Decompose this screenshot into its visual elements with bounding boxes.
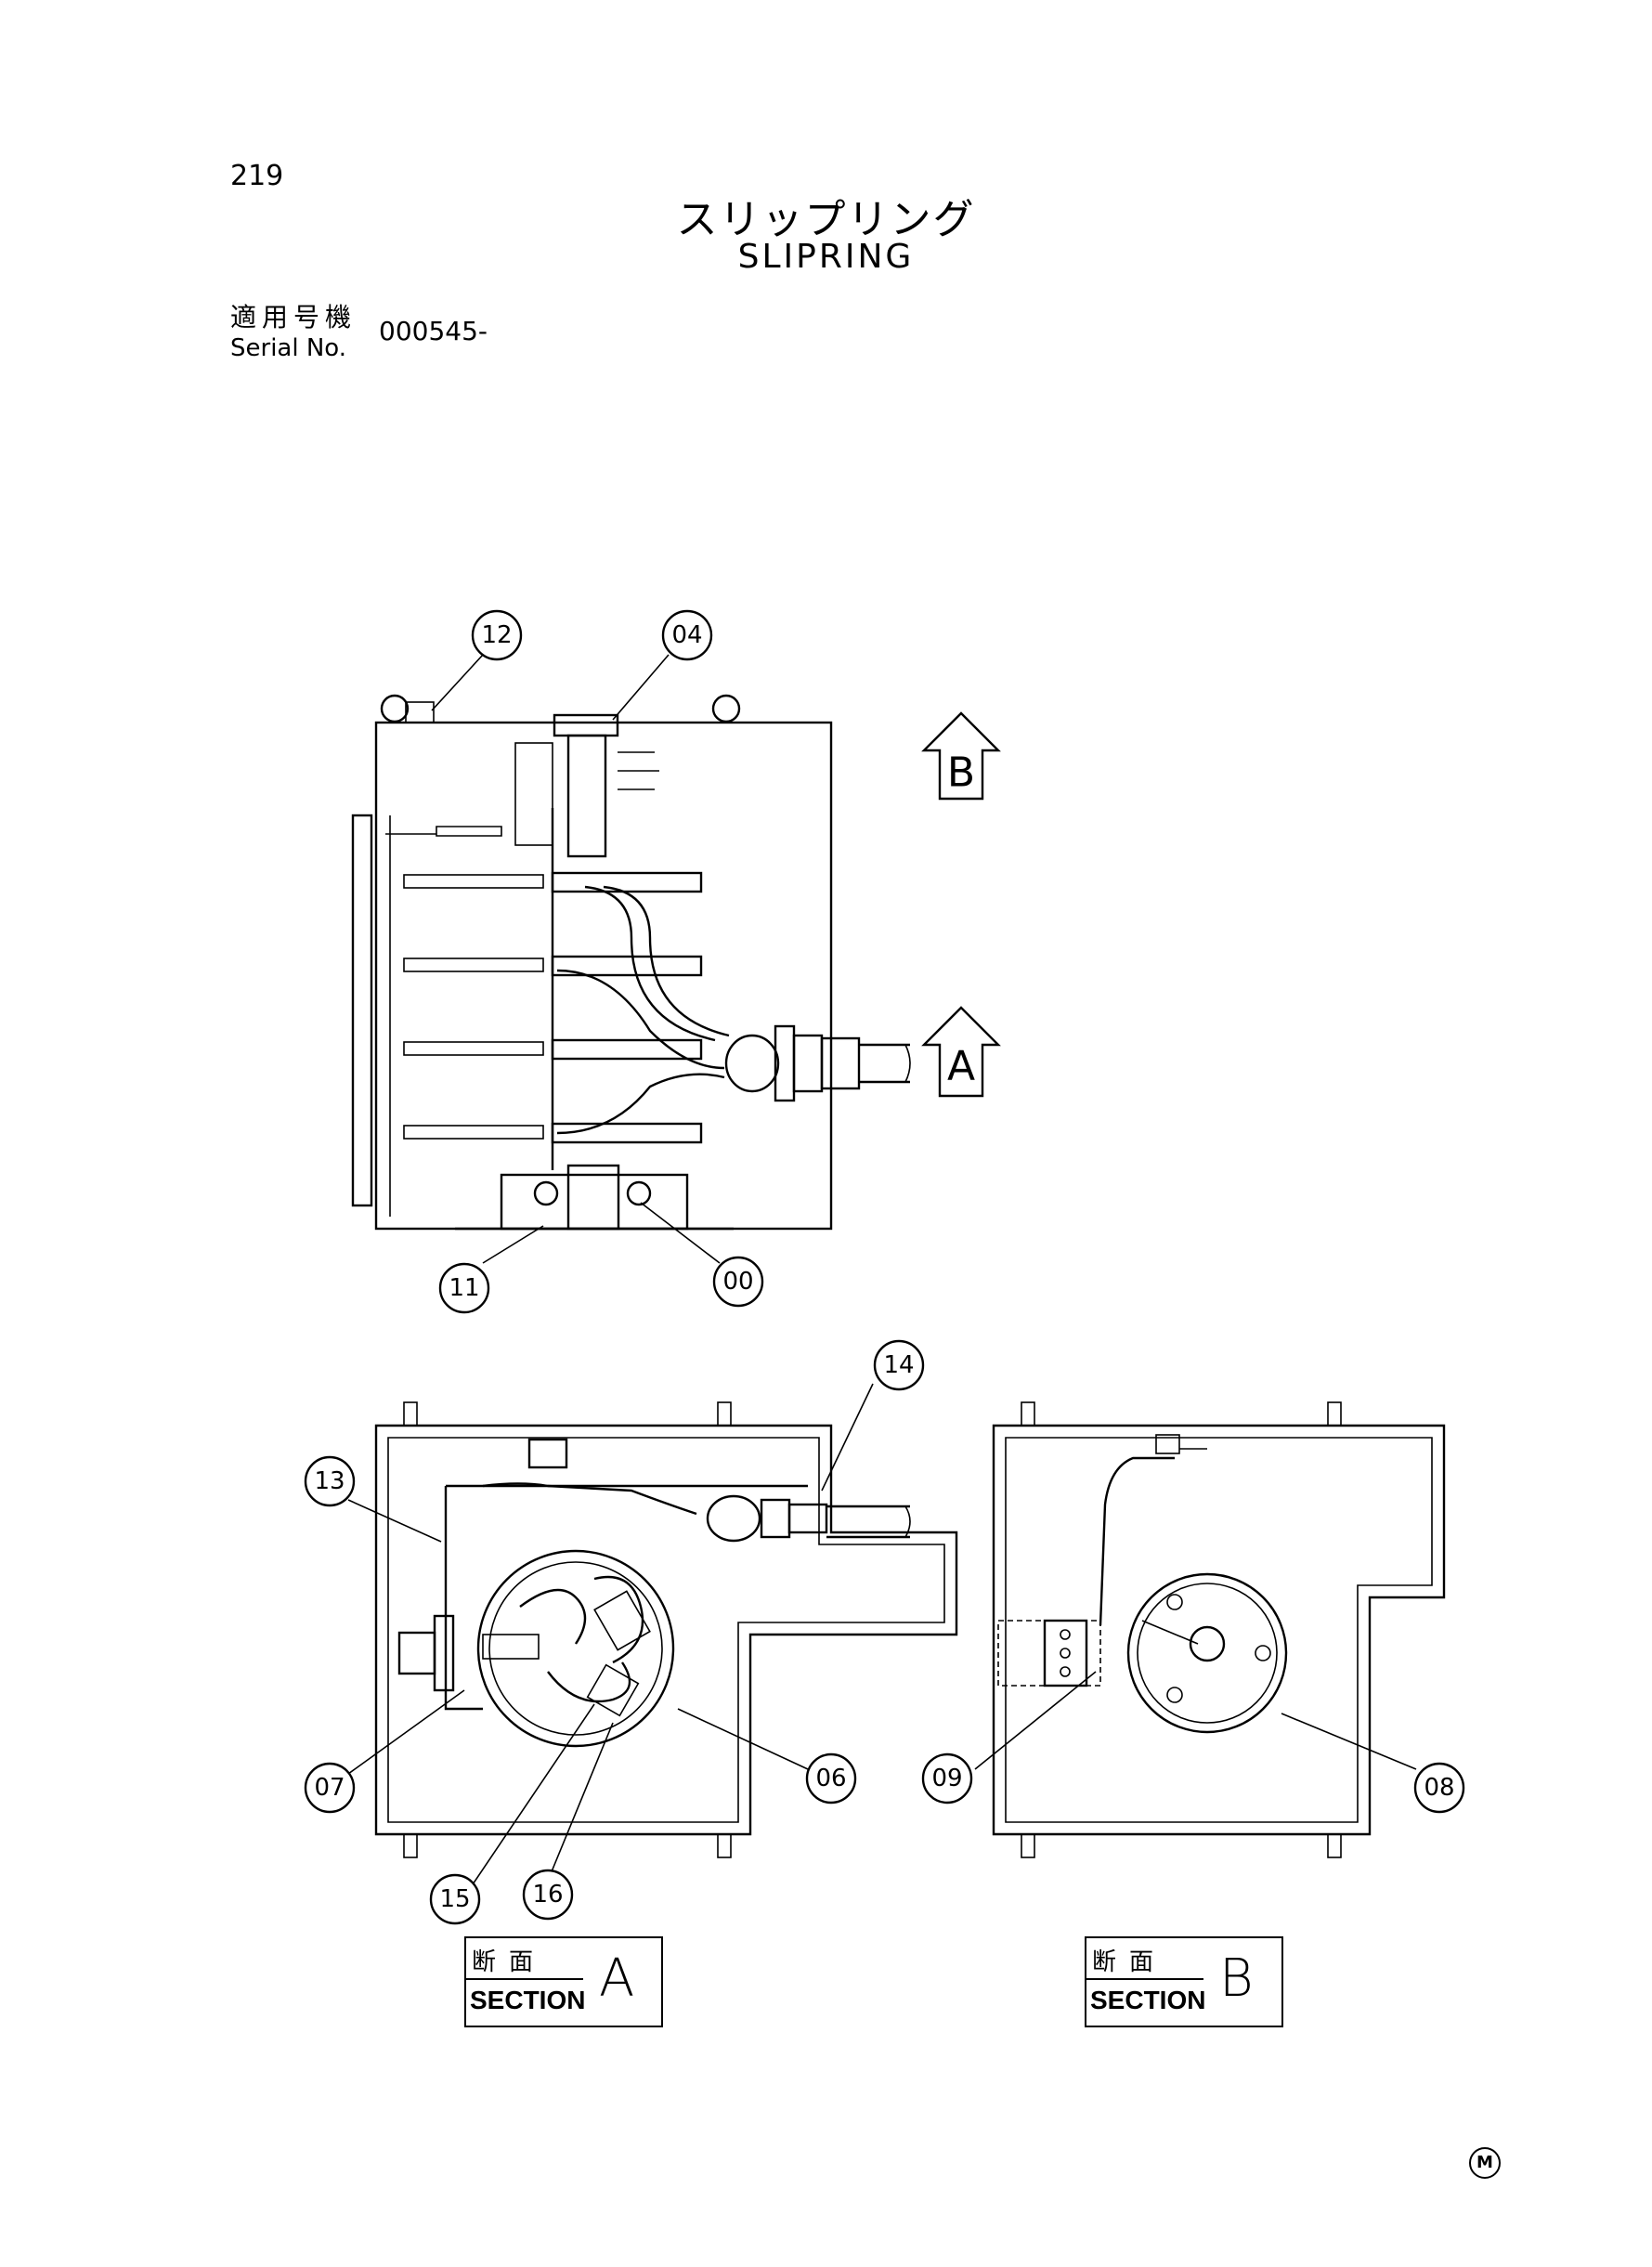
- footer-m-mark: M: [1469, 2147, 1501, 2179]
- svg-text:06: 06: [815, 1765, 846, 1792]
- page-number: 219: [230, 160, 284, 192]
- serial-number-range: 000545-: [379, 316, 488, 346]
- section-b-label-japanese: 断面: [1092, 1948, 1167, 1976]
- section-b-label-box: [1085, 1936, 1283, 2027]
- serial-label-japanese: 適用号機: [230, 302, 358, 332]
- section-a-label-japanese: 断面: [472, 1948, 547, 1976]
- callout-00: 00: [712, 1256, 764, 1308]
- lifting-eye: [711, 694, 741, 723]
- slip-ring-disc: [476, 1549, 675, 1748]
- cable: [584, 885, 716, 1042]
- section-b-letter: B: [1219, 1948, 1254, 2009]
- callout-14: 14: [873, 1339, 925, 1391]
- section-a-housing: [374, 1424, 958, 1836]
- view-arrow-b: B: [921, 711, 1001, 801]
- shaft-cap: [553, 713, 619, 737]
- callout-07: 07: [304, 1762, 356, 1814]
- cover-disc: [1126, 1572, 1288, 1734]
- callout-11: 11: [438, 1262, 490, 1314]
- ring-plate: [551, 1122, 703, 1144]
- section-b-label-english: SECTION: [1090, 1986, 1206, 2014]
- svg-text:07: 07: [314, 1774, 345, 1802]
- section-a-label-english: SECTION: [470, 1986, 586, 2014]
- svg-text:15: 15: [439, 1885, 470, 1913]
- view-arrow-b-label: B: [947, 749, 975, 797]
- side-elevation-view: [351, 694, 911, 1231]
- section-a-view: [374, 1401, 958, 1858]
- serial-label-english: Serial No.: [230, 334, 346, 362]
- callout-08: 08: [1413, 1762, 1465, 1814]
- title-english: SLIPRING: [737, 238, 915, 276]
- svg-text:16: 16: [532, 1881, 563, 1909]
- title-japanese: スリップリング: [676, 196, 976, 243]
- ring-plate: [551, 871, 703, 893]
- svg-text:09: 09: [931, 1765, 962, 1792]
- section-a-divider: [466, 1978, 583, 1980]
- callout-09: 09: [921, 1752, 973, 1804]
- bearing-base: [500, 1173, 689, 1231]
- callout-04: 04: [661, 609, 713, 661]
- terminal-panel: [351, 814, 373, 1207]
- svg-text:14: 14: [883, 1351, 914, 1379]
- cable-gland: [724, 1034, 780, 1093]
- brush-holders: [403, 874, 544, 1140]
- view-arrow-a: A: [921, 1006, 1001, 1098]
- svg-text:13: 13: [314, 1467, 345, 1495]
- callout-06: 06: [805, 1752, 857, 1804]
- callout-13: 13: [304, 1455, 356, 1507]
- svg-text:11: 11: [449, 1274, 479, 1302]
- svg-text:04: 04: [671, 621, 702, 649]
- svg-text:08: 08: [1424, 1774, 1454, 1802]
- view-arrow-a-label: A: [947, 1043, 975, 1090]
- callout-12: 12: [471, 609, 523, 661]
- svg-text:12: 12: [481, 621, 512, 649]
- ring-plate: [551, 1038, 703, 1061]
- section-b-housing: [992, 1424, 1446, 1836]
- leader-lines: [347, 654, 1417, 1891]
- section-a-label-box: [464, 1936, 663, 2027]
- lifting-eye: [380, 694, 410, 723]
- svg-text:00: 00: [722, 1268, 753, 1296]
- section-b-divider: [1086, 1978, 1203, 1980]
- callout-16: 16: [522, 1869, 574, 1921]
- section-a-letter: A: [599, 1948, 635, 2009]
- callout-15: 15: [429, 1873, 481, 1925]
- section-b-view: [992, 1401, 1446, 1858]
